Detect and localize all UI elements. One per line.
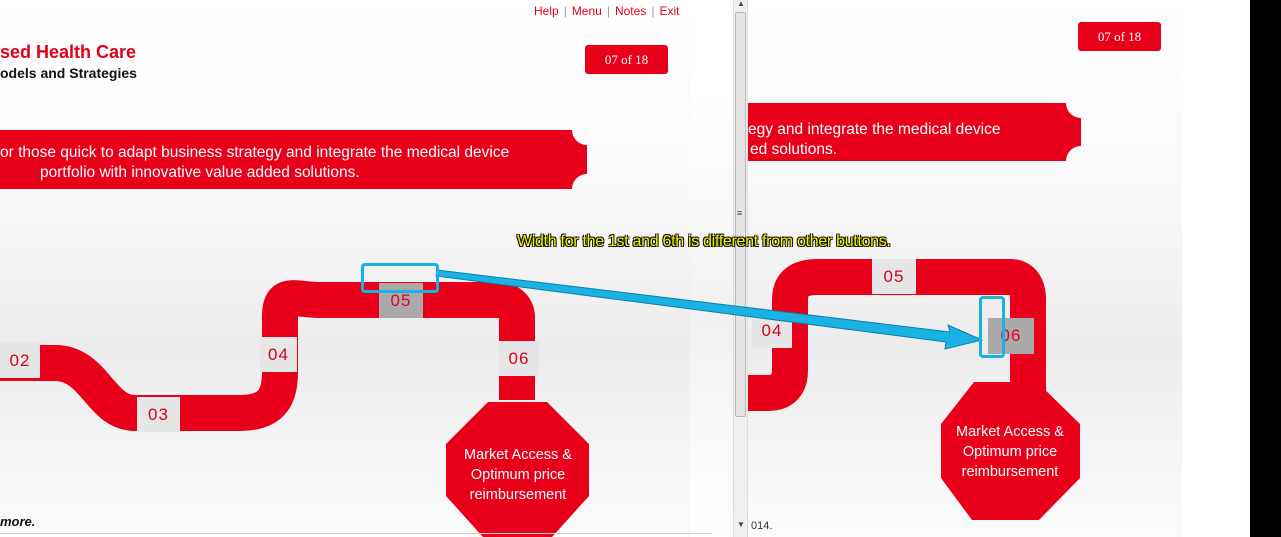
step-06-button[interactable]: 06 (499, 341, 539, 376)
notes-link[interactable]: Notes (614, 4, 647, 18)
roadmap-path (0, 280, 535, 431)
step-03-button[interactable]: 03 (137, 397, 180, 432)
goal-octagon (446, 402, 589, 537)
banner-shape (0, 130, 587, 189)
copyright-text: 014. (751, 520, 773, 532)
screen-edge (1250, 0, 1281, 537)
page-counter-right[interactable]: 07 of 18 (1078, 22, 1161, 51)
step-05-button-right[interactable]: 05 (872, 259, 916, 294)
banner-line-1-right: egy and integrate the medical device (748, 121, 1001, 138)
right-course-window: 07 of 18 egy and integrate the medical d… (748, 0, 1182, 537)
left-course-window: Help|Menu|Notes|Exit sed Health Care ode… (0, 0, 733, 537)
goal-line-1-right: Market Access & (956, 424, 1064, 440)
vertical-scrollbar[interactable]: ▲ ≡ ▼ (733, 0, 748, 537)
step-04-button-right[interactable]: 04 (752, 313, 792, 348)
top-nav-links: Help|Menu|Notes|Exit (534, 4, 680, 18)
goal-line-2: Optimum price (470, 467, 566, 483)
goal-line-1: Market Access & (464, 447, 572, 463)
exit-link[interactable]: Exit (659, 4, 680, 18)
footer-note: more. (0, 514, 36, 529)
bottom-divider (0, 533, 712, 534)
step-04-button[interactable]: 04 (260, 337, 297, 372)
goal-line-2-right: Optimum price (962, 444, 1058, 460)
banner-line-2-right: ed solutions. (750, 141, 838, 158)
page-counter[interactable]: 07 of 18 (585, 45, 668, 74)
banner-line-2: portfolio with innovative value added so… (40, 164, 360, 181)
scroll-up-arrow-icon[interactable]: ▲ (737, 0, 745, 8)
step-05-button[interactable]: 05 (379, 283, 423, 318)
course-subtitle: odels and Strategies (0, 65, 137, 81)
scroll-grip-icon: ≡ (737, 208, 743, 218)
scroll-thumb[interactable] (735, 12, 746, 417)
help-link[interactable]: Help (534, 4, 559, 18)
window-gap (1182, 0, 1250, 537)
scroll-down-arrow-icon[interactable]: ▼ (737, 520, 745, 529)
goal-line-3: reimbursement (469, 487, 567, 503)
annotation-label: Width for the 1st and 6th is different f… (517, 233, 891, 250)
menu-link[interactable]: Menu (571, 4, 602, 18)
highlight-box-step-06 (979, 296, 1005, 358)
step-02-button[interactable]: 02 (0, 343, 40, 378)
step-06-button-right[interactable]: 06 (988, 318, 1034, 354)
banner-line-1: or those quick to adapt business strateg… (0, 144, 510, 161)
goal-octagon-right (941, 382, 1080, 520)
banner-shape-right (748, 103, 1081, 161)
goal-line-3-right: reimbursement (961, 464, 1059, 480)
course-title: sed Health Care (0, 42, 137, 62)
highlight-box-step-05 (361, 263, 439, 293)
